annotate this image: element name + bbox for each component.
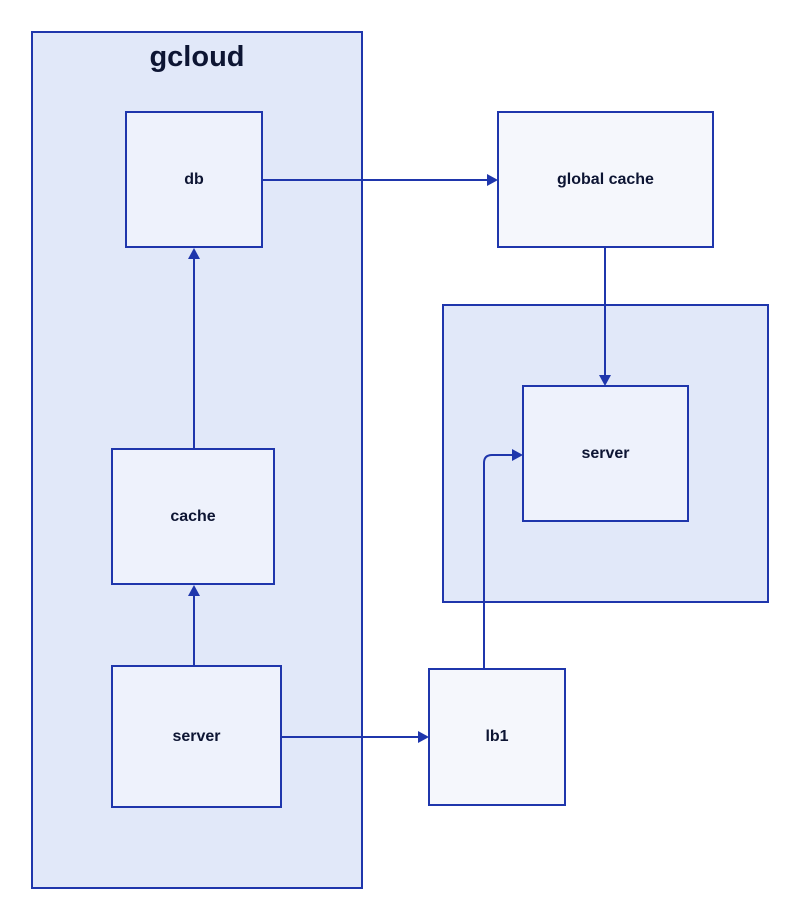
db-node[interactable]: db bbox=[125, 111, 263, 248]
gcloud-server-node-label: server bbox=[172, 727, 221, 745]
db-node-label: db bbox=[184, 170, 204, 188]
global-cache-node-label: global cache bbox=[557, 170, 654, 188]
gcloud-server-node[interactable]: server bbox=[111, 665, 282, 808]
lb1-node[interactable]: lb1 bbox=[428, 668, 566, 806]
lb1-node-label: lb1 bbox=[485, 728, 509, 745]
cache-node-label: cache bbox=[170, 507, 216, 525]
cache-node[interactable]: cache bbox=[111, 448, 275, 585]
gcloud-container-title: gcloud bbox=[149, 41, 245, 73]
global-cache-node[interactable]: global cache bbox=[497, 111, 714, 248]
group-server-node-label: server bbox=[581, 444, 630, 462]
group-server-node[interactable]: server bbox=[522, 385, 689, 522]
